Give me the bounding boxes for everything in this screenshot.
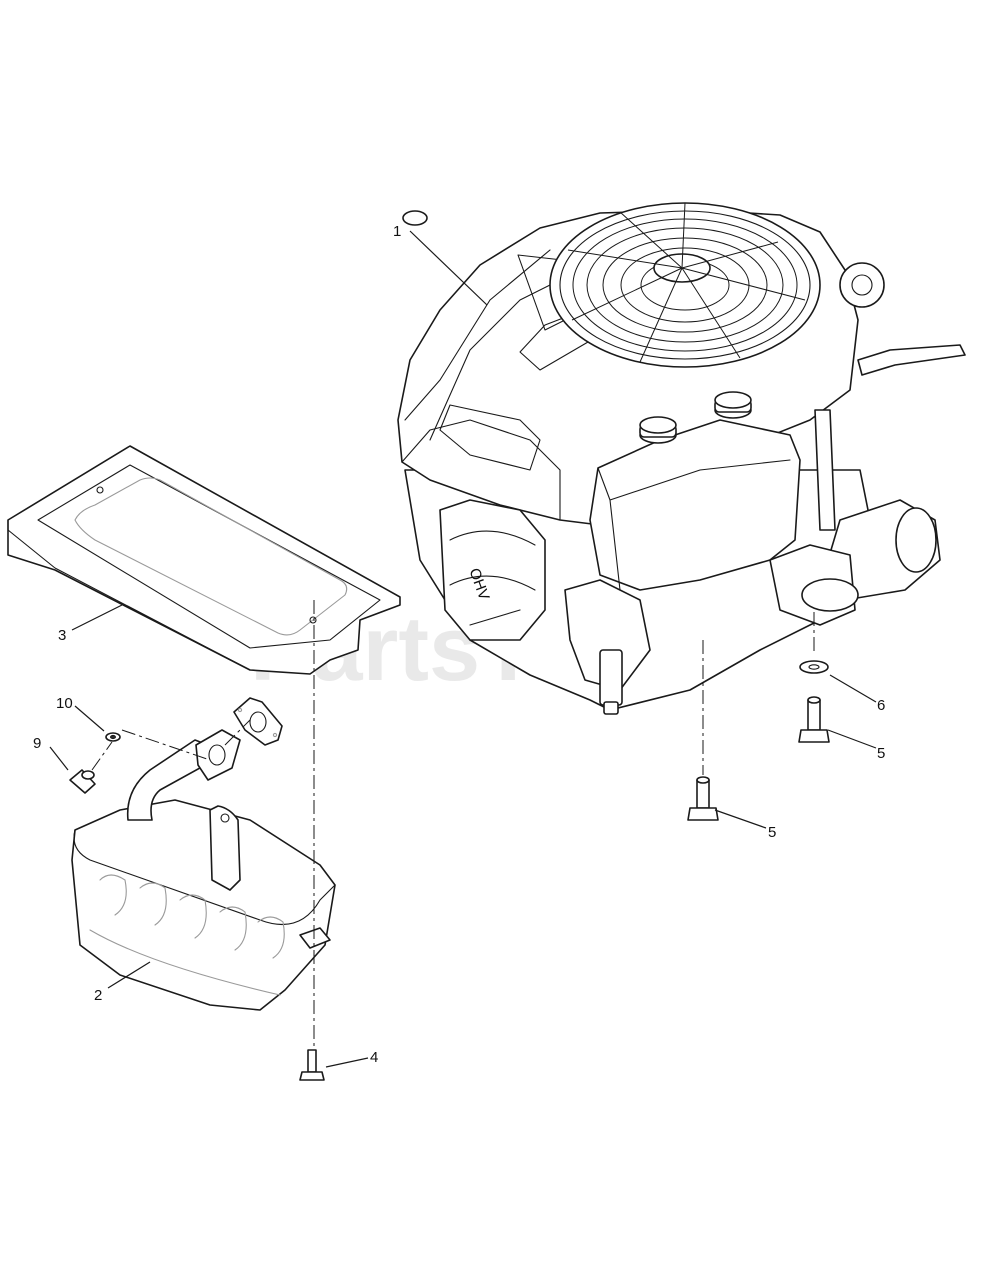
callout-5-upper: 5 <box>877 745 885 762</box>
callout-4: 4 <box>370 1049 378 1066</box>
part-5-bolt-lower[interactable] <box>687 776 719 821</box>
callout-labels: 1 3 10 9 2 4 5 5 6 <box>33 223 885 1066</box>
part-6-washer[interactable] <box>799 660 829 674</box>
part-4-bolt[interactable] <box>299 1049 325 1081</box>
exhaust-gasket[interactable] <box>233 697 283 746</box>
engine-assembly[interactable]: OHV <box>397 202 966 715</box>
callout-5-lower: 5 <box>768 824 776 841</box>
heat-shield-plate[interactable] <box>7 445 401 675</box>
muffler[interactable] <box>71 729 336 1011</box>
assembly-centerlines <box>91 600 815 1050</box>
part-5-bolt-upper[interactable] <box>798 696 830 743</box>
leader-lines <box>49 230 877 1068</box>
callout-9: 9 <box>33 735 41 752</box>
callout-6: 6 <box>877 697 885 714</box>
callout-3: 3 <box>58 627 66 644</box>
callout-10: 10 <box>56 695 73 712</box>
part-9-stud[interactable] <box>69 769 96 794</box>
part-10-lock-washer[interactable] <box>105 732 121 742</box>
callout-2: 2 <box>94 987 102 1004</box>
callout-1: 1 <box>393 223 401 240</box>
